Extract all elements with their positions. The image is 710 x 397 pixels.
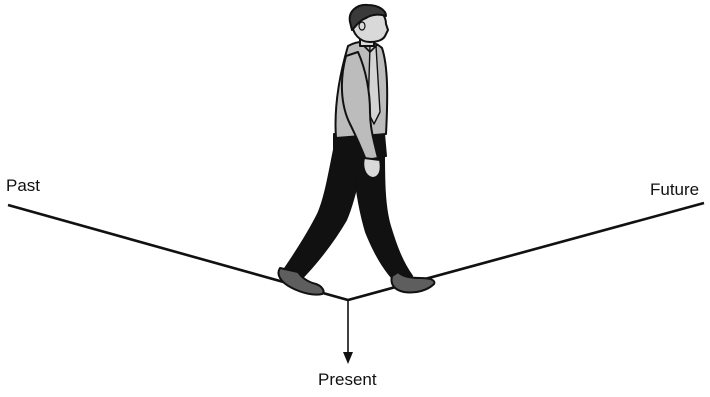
present-label: Present [318,370,377,389]
present-arrow [343,300,353,364]
past-label: Past [6,176,41,195]
timeline-line [7,201,705,302]
future-label: Future [650,180,700,199]
man-walking-icon [277,3,436,296]
